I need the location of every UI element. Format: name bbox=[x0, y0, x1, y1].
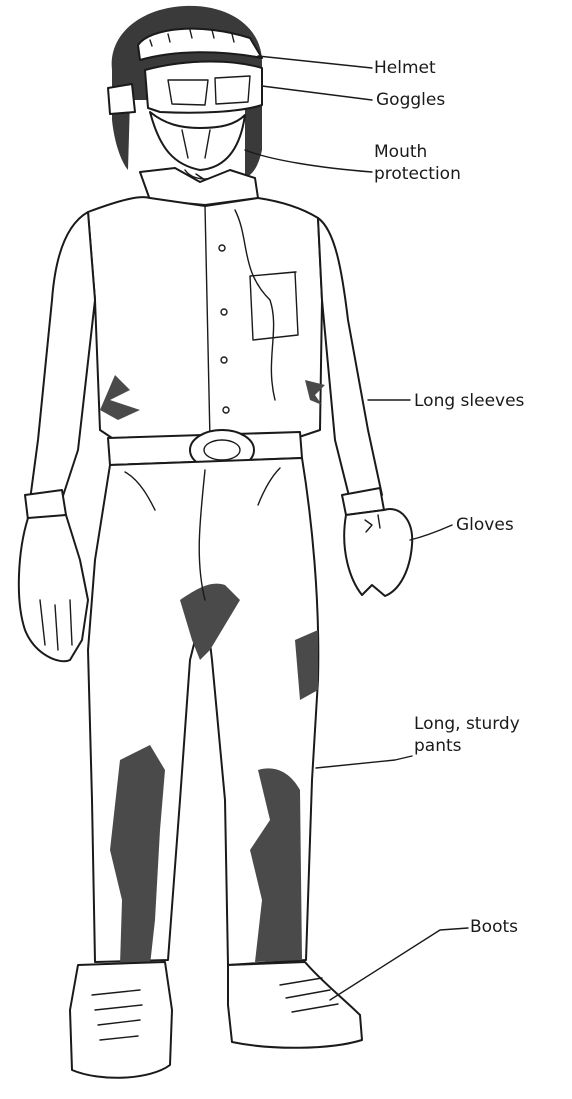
pants-label-line1: Long, sturdy bbox=[414, 713, 520, 735]
goggles-label: Goggles bbox=[376, 89, 445, 111]
helmet-label: Helmet bbox=[374, 57, 436, 79]
boots-drawing bbox=[70, 962, 362, 1078]
long-sleeves-label: Long sleeves bbox=[414, 390, 524, 412]
pants-drawing bbox=[88, 458, 318, 965]
mouth-protection-label-line1: Mouth bbox=[374, 141, 427, 163]
boots-label: Boots bbox=[470, 916, 518, 938]
mouth-protection-label-line2: protection bbox=[374, 163, 461, 185]
pants-label-line2: pants bbox=[414, 735, 462, 757]
gloves-label: Gloves bbox=[456, 514, 514, 536]
